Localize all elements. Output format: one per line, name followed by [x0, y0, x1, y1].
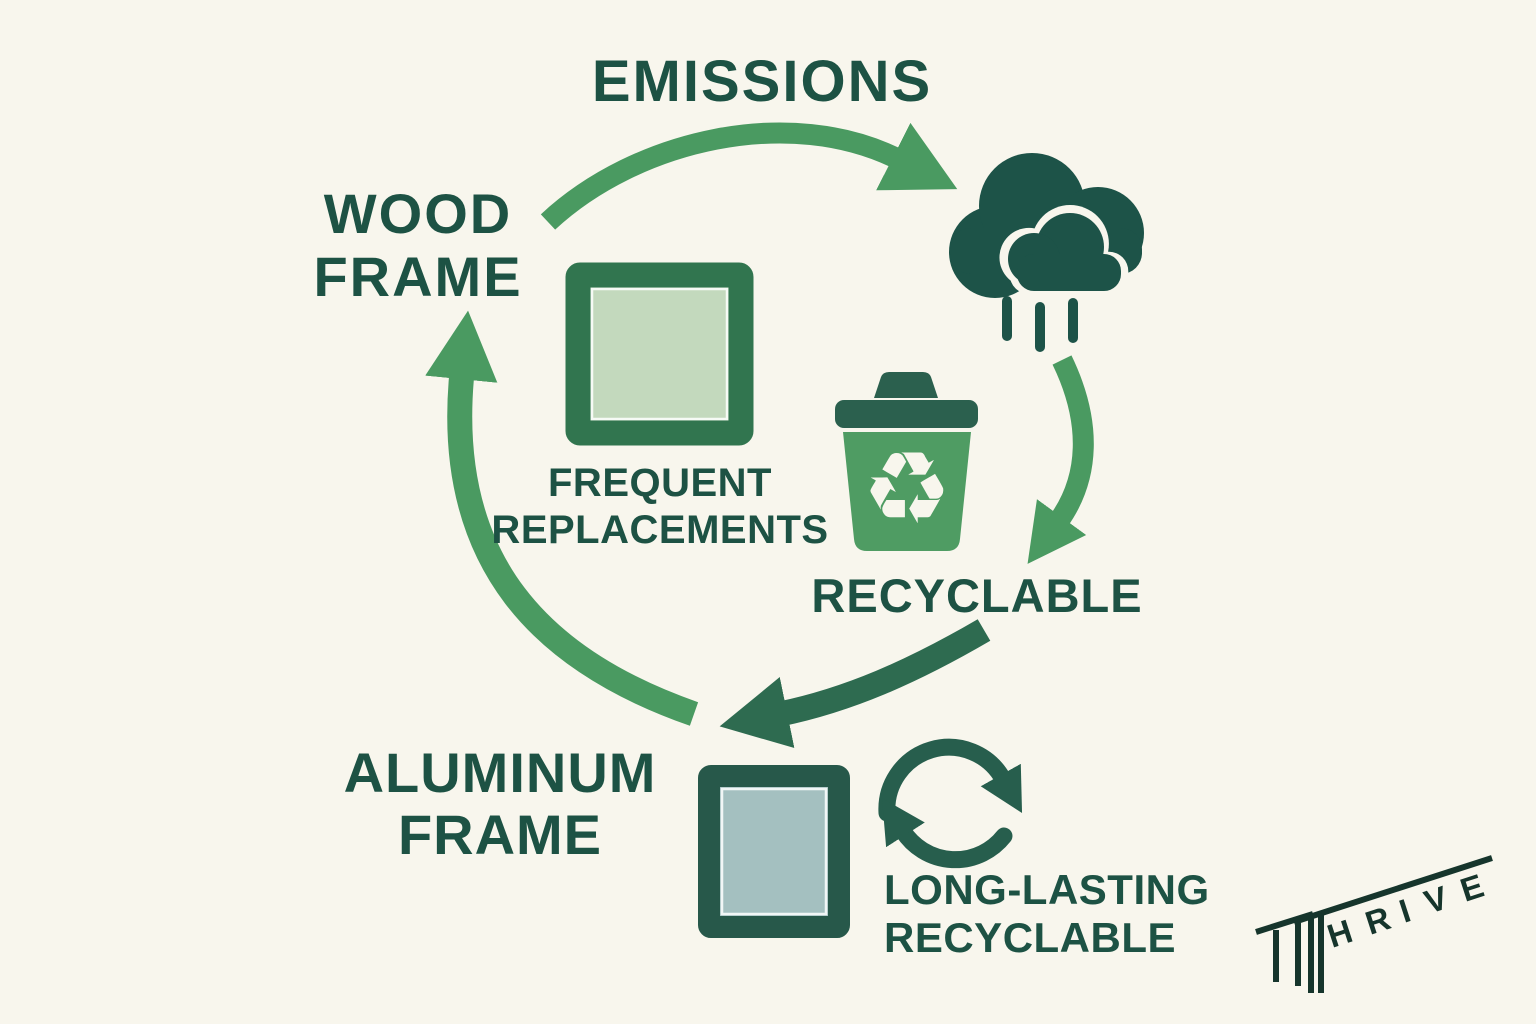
thrive-logo: H R I V E [1255, 855, 1493, 993]
arrow-recyclable-to-aluminum [719, 619, 991, 749]
long-lasting-label: LONG-LASTING RECYCLABLE [884, 866, 1210, 962]
logo-letter-h: H [1323, 912, 1357, 955]
recycle-bin-icon: ♻ [835, 372, 978, 551]
wood-frame-swatch [565, 262, 754, 446]
recyclable-label: RECYCLABLE [811, 568, 1142, 623]
aluminum-frame-swatch [698, 765, 850, 938]
logo-letter-r: R [1361, 899, 1395, 942]
frequent-replacements-line2: REPLACEMENTS [491, 508, 829, 552]
frequent-replacements-line1: FREQUENT [547, 461, 772, 505]
wood-frame-label-line2: FRAME [313, 245, 523, 308]
recycle-symbol-glyph: ♻ [862, 430, 952, 547]
arrow-aluminum-to-wood [425, 310, 699, 726]
aluminum-frame-label-line1: ALUMINUM [343, 741, 657, 804]
recyclable-label-text: RECYCLABLE [811, 569, 1143, 622]
long-lasting-line2: RECYCLABLE [884, 914, 1177, 961]
emissions-label-text: EMISSIONS [591, 49, 933, 114]
long-lasting-line1: LONG-LASTING [884, 866, 1210, 913]
frequent-replacements-label: FREQUENT REPLACEMENTS [491, 460, 828, 554]
rain-drops-icon [1002, 296, 1078, 352]
wood-frame-label: WOOD FRAME [313, 182, 522, 308]
aluminum-frame-label: ALUMINUM FRAME [344, 742, 657, 866]
aluminum-frame-label-line2: FRAME [397, 803, 603, 866]
logo-letter-e: E [1456, 867, 1488, 909]
emissions-label: EMISSIONS [592, 48, 932, 115]
arrow-cloud-to-recyclable [1027, 355, 1094, 564]
reuse-cycle-icon [878, 738, 1023, 869]
emissions-cloud-icon [949, 153, 1144, 352]
arrow-wood-to-emissions [540, 122, 958, 230]
logo-letter-i: I [1395, 892, 1415, 930]
logo-letter-v: V [1420, 879, 1452, 921]
wood-frame-label-line1: WOOD [323, 182, 513, 245]
